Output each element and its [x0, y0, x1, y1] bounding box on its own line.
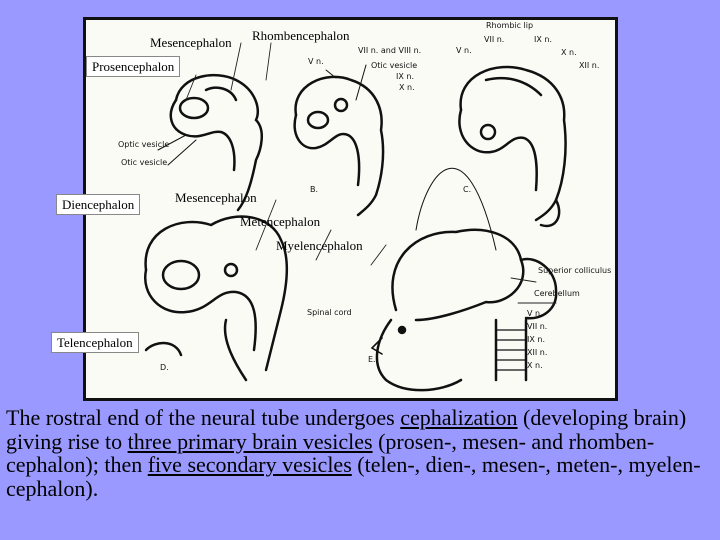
label-rhombencephalon: Rhombencephalon [252, 28, 350, 43]
label-telencephalon: Telencephalon [51, 332, 139, 353]
label-mesencephalon-top: Mesencephalon [150, 35, 232, 50]
caption-term-secondary-vesicles: five secondary vesicles [147, 452, 352, 477]
letter-c: C. [463, 185, 472, 194]
xii-n-e-label: XII n. [527, 348, 548, 357]
cerebellum-label: Cerebellum [534, 289, 580, 298]
caption-part-4: (telen-, dien-, mesen-, meten-, myelen- … [6, 452, 701, 501]
optic-vesicle-a-label: Optic vesicle [118, 140, 170, 149]
rhombic-lip-label: Rhombic lip [486, 21, 534, 30]
superior-colliculus-label: Superior colliculus [538, 266, 612, 275]
brain-development-drawings [143, 42, 567, 392]
xii-n-c-label: XII n. [579, 61, 600, 70]
embryology-figure: Optic vesicle Otic vesicle VII n. and VI… [83, 17, 618, 401]
caption-part-2: (developing brain) giving rise to [6, 405, 687, 454]
embryo-e-drawing [370, 167, 558, 392]
embryo-a-drawing [157, 73, 263, 212]
letter-d: D. [160, 363, 169, 372]
label-metencephalon: Metencephalon [240, 214, 321, 229]
label-myelencephalon: Myelencephalon [276, 238, 363, 253]
vii-n-e-label: VII n. [527, 322, 548, 331]
label-mesencephalon-mid: Mesencephalon [175, 190, 257, 205]
vii-n-c-label: VII n. [484, 35, 505, 44]
otic-vesicle-a-label: Otic vesicle [121, 158, 168, 167]
vii-viii-label: VII n. and VIII n. [358, 46, 422, 55]
letter-e: E. [368, 355, 376, 364]
caption-text: The rostral end of the neural tube under… [6, 406, 716, 500]
embryo-c-drawing [458, 65, 567, 228]
ix-n-e-label: IX n. [527, 335, 545, 344]
caption-term-cephalization: cephalization [400, 405, 518, 430]
ix-n-c-label: IX n. [534, 35, 552, 44]
label-diencephalon: Diencephalon [56, 194, 141, 215]
ix-n-b-label: IX n. [396, 72, 414, 81]
caption-part-1: The rostral end of the neural tube under… [6, 405, 401, 430]
x-n-b-label: X n. [399, 83, 415, 92]
x-n-e-label: X n. [527, 361, 543, 370]
v-n-c-label: V n. [456, 46, 472, 55]
embryo-d-drawing [143, 215, 289, 382]
caption-term-primary-vesicles: three primary brain vesicles [127, 428, 373, 454]
label-prosencephalon: Prosencephalon [86, 56, 181, 77]
v-n-b-label: V n. [308, 57, 324, 66]
x-n-c-label: X n. [561, 48, 577, 57]
letter-b: B. [310, 185, 319, 194]
otic-vesicle-b-label: Otic vesicle [371, 61, 418, 70]
embryo-b-drawing [293, 64, 385, 217]
spinal-cord-label: Spinal cord [307, 308, 352, 317]
v-n-e-label: V n. [527, 309, 543, 318]
caption-part-3: (prosen-, mesen- and rhomben- cephalon);… [6, 428, 655, 477]
